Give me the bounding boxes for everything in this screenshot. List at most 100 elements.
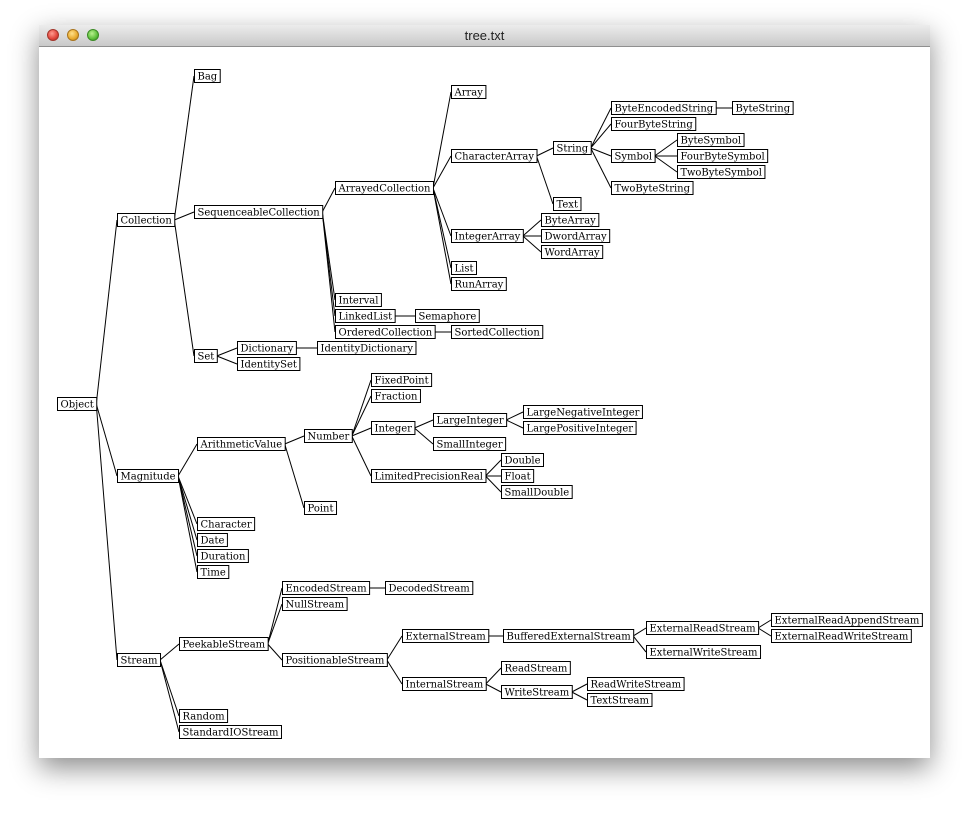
- node-byte-string: ByteString: [732, 101, 794, 115]
- node-external-stream: ExternalStream: [402, 629, 490, 643]
- node-fixed-point: FixedPoint: [371, 373, 433, 387]
- node-symbol: Symbol: [611, 149, 656, 163]
- node-box: [451, 85, 487, 99]
- node-label: Random: [183, 712, 226, 723]
- node-box: [646, 645, 762, 659]
- minimize-button[interactable]: [67, 29, 79, 41]
- node-box: [335, 309, 396, 323]
- node-box: [501, 661, 571, 675]
- node-label: BufferedExternalStream: [507, 632, 632, 643]
- node-positionable-stream: PositionableStream: [282, 653, 388, 667]
- node-label: Integer: [375, 424, 413, 435]
- edge-number-to-integer: [351, 427, 372, 437]
- node-integer-array: IntegerArray: [451, 229, 524, 243]
- node-read-write-stream: ReadWriteStream: [587, 677, 685, 691]
- node-label: PeekableStream: [183, 640, 266, 651]
- edge-sequenceable-collection-to-ordered-collection: [321, 211, 336, 333]
- node-box: [237, 357, 301, 371]
- node-internal-stream: InternalStream: [402, 677, 487, 691]
- node-label: Character: [201, 520, 252, 531]
- node-float: Float: [501, 469, 535, 483]
- node-box: [677, 149, 769, 163]
- node-label: Set: [198, 352, 215, 363]
- edge-buffered-external-stream-to-external-write-stream: [632, 635, 647, 653]
- edge-collection-to-bag: [173, 75, 195, 221]
- node-label: ReadStream: [505, 664, 568, 675]
- node-label: String: [557, 144, 589, 155]
- edge-string-to-byte-encoded-string: [590, 107, 612, 149]
- node-box: [771, 629, 912, 643]
- node-box: [611, 181, 694, 195]
- edge-string-to-two-byte-string: [590, 147, 612, 189]
- node-label: FixedPoint: [375, 376, 429, 387]
- edge-stream-to-random: [159, 659, 180, 717]
- node-box: [501, 485, 573, 499]
- node-box: [335, 325, 436, 339]
- node-limited-precision-real: LimitedPrecisionReal: [371, 469, 487, 483]
- node-box: [335, 293, 382, 307]
- node-four-byte-string: FourByteString: [611, 117, 697, 131]
- node-label: ExternalReadAppendStream: [775, 616, 920, 627]
- node-write-stream: WriteStream: [501, 685, 573, 699]
- node-label: ByteSymbol: [681, 136, 742, 147]
- node-stream: Stream: [117, 653, 162, 667]
- node-box: [179, 637, 269, 651]
- node-box: [371, 421, 416, 435]
- node-label: IdentityDictionary: [321, 344, 414, 355]
- node-label: InternalStream: [406, 680, 484, 691]
- node-external-read-stream: ExternalReadStream: [646, 621, 760, 635]
- node-label: DwordArray: [545, 232, 608, 243]
- node-duration: Duration: [197, 549, 249, 563]
- node-label: Point: [308, 504, 334, 515]
- node-random: Random: [179, 709, 229, 723]
- node-label: Semaphore: [419, 312, 477, 323]
- node-character-array: CharacterArray: [451, 149, 538, 163]
- node-string: String: [553, 141, 592, 155]
- edge-number-to-fixed-point: [351, 379, 372, 437]
- node-label: CharacterArray: [455, 152, 535, 163]
- node-box: [451, 229, 524, 243]
- edge-magnitude-to-character: [177, 475, 198, 525]
- node-box: [541, 245, 604, 259]
- node-label: NullStream: [286, 600, 345, 611]
- node-set: Set: [194, 349, 218, 363]
- close-button[interactable]: [47, 29, 59, 41]
- edge-arrayed-collection-to-array: [432, 91, 452, 189]
- node-external-read-write-stream: ExternalReadWriteStream: [771, 629, 912, 643]
- node-box: [179, 709, 229, 723]
- node-box: [371, 373, 433, 387]
- edge-magnitude-to-time: [177, 475, 198, 573]
- node-label: ExternalReadStream: [650, 624, 757, 635]
- node-label: ReadWriteStream: [591, 680, 682, 691]
- node-standard-io-stream: StandardIOStream: [179, 725, 282, 739]
- edge-large-integer-to-large-negative-integer: [505, 411, 524, 421]
- node-character: Character: [197, 517, 256, 531]
- node-collection: Collection: [117, 213, 176, 227]
- node-box: [57, 397, 98, 411]
- node-large-positive-integer: LargePositiveInteger: [523, 421, 637, 435]
- node-box: [587, 677, 685, 691]
- node-integer: Integer: [371, 421, 416, 435]
- node-label: StandardIOStream: [183, 728, 279, 739]
- node-label: Date: [201, 536, 225, 547]
- window-title: tree.txt: [464, 28, 505, 43]
- node-box: [117, 653, 162, 667]
- edge-string-to-four-byte-string: [590, 123, 612, 149]
- node-word-array: WordArray: [541, 245, 604, 259]
- title-bar[interactable]: tree.txt: [39, 25, 930, 47]
- node-label: FourByteString: [615, 120, 694, 131]
- node-label: ArrayedCollection: [338, 184, 432, 195]
- node-small-double: SmallDouble: [501, 485, 573, 499]
- node-box: [503, 629, 635, 643]
- node-object: Object: [57, 397, 98, 411]
- node-box: [402, 629, 490, 643]
- node-label: IntegerArray: [455, 232, 521, 243]
- node-label: Symbol: [615, 152, 653, 163]
- node-interval: Interval: [335, 293, 382, 307]
- zoom-button[interactable]: [87, 29, 99, 41]
- edge-symbol-to-byte-symbol: [654, 139, 678, 157]
- node-box: [523, 405, 643, 419]
- node-box: [194, 69, 221, 83]
- edge-sequenceable-collection-to-arrayed-collection: [321, 187, 336, 213]
